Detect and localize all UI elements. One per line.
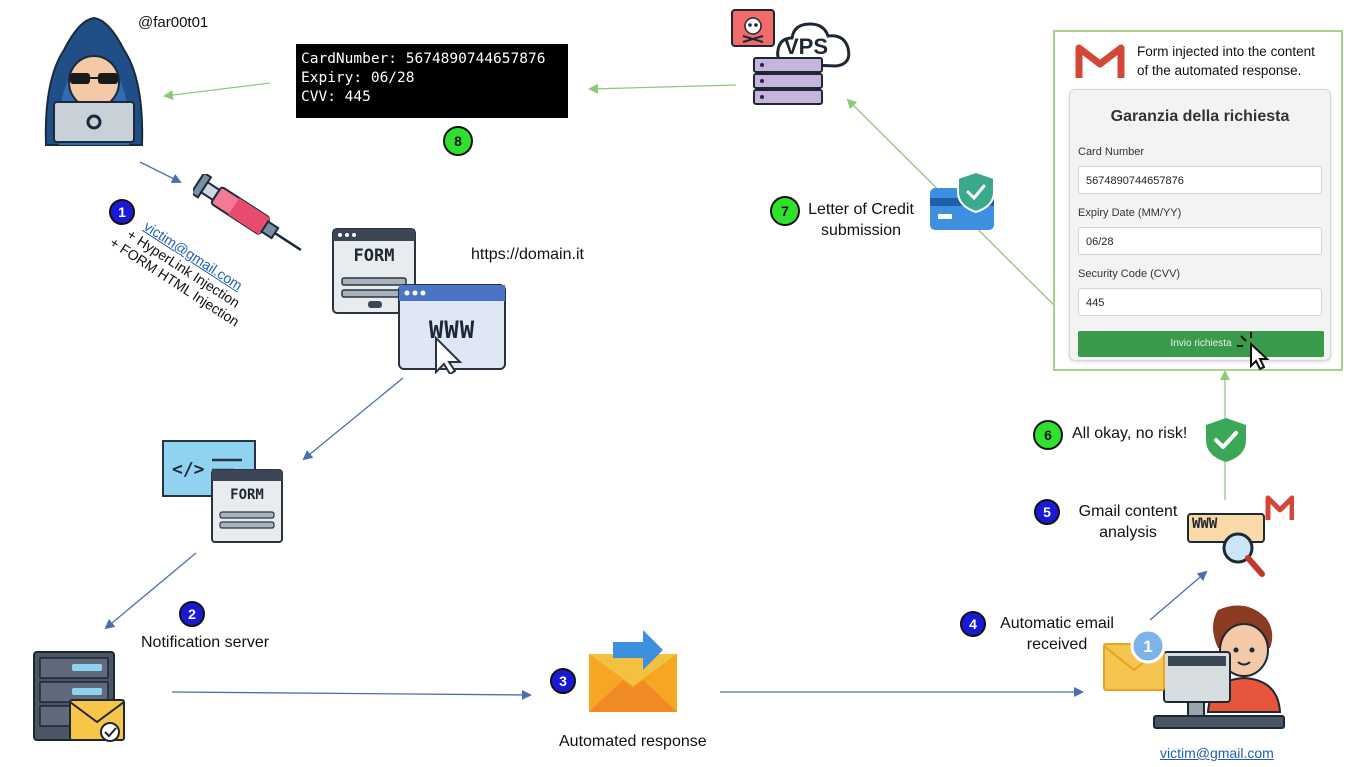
hacker-icon — [44, 16, 144, 146]
step-3-badge: 3 — [550, 668, 576, 694]
credit-card-shield-icon — [930, 170, 995, 230]
vps-server-icon — [731, 9, 851, 105]
form-small-label: FORM — [230, 487, 264, 503]
step-5-badge: 5 — [1034, 499, 1060, 525]
injected-form: Garanzia della richiesta Card Number 567… — [1069, 89, 1331, 361]
analysis-www-label: WWW — [1192, 516, 1218, 532]
step-6-label: All okay, no risk! — [1072, 425, 1188, 442]
card-number-field[interactable]: 5674890744657876 — [1078, 166, 1322, 194]
arrow-server-to-mail — [171, 689, 532, 700]
domain-url: https://domain.it — [471, 246, 584, 263]
step-2-label: Notification server — [141, 634, 270, 651]
gmail-logo-icon — [1075, 44, 1125, 78]
submit-request-button[interactable]: Invio richiesta — [1078, 331, 1324, 357]
shield-check-icon — [1206, 418, 1246, 462]
notification-count: 1 — [1143, 637, 1153, 656]
mail-server-icon — [33, 651, 125, 742]
step-5-label-line1: Gmail content — [1078, 503, 1178, 520]
gmail-scan-icon — [1187, 495, 1294, 577]
panel-caption-line1: Form injected into the content — [1137, 44, 1315, 59]
panel-caption: Form injected into the content of the au… — [1137, 42, 1315, 80]
step-2-badge: 2 — [179, 601, 205, 627]
code-form-icon: </> — [162, 440, 283, 543]
terminal-line-expiry: Expiry: 06/28 — [301, 70, 415, 86]
click-cursor-icon — [1237, 332, 1270, 370]
victim-email[interactable]: victim@gmail.com — [1160, 745, 1274, 761]
automated-mail-icon — [589, 630, 677, 712]
victim-at-computer-icon — [1103, 605, 1285, 729]
step-6-badge: 6 — [1033, 420, 1063, 450]
step-5-label: Gmail content analysis — [1070, 501, 1186, 543]
step-4-badge: 4 — [960, 611, 986, 637]
expiry-field[interactable]: 06/28 — [1078, 227, 1322, 255]
step-7-label: Letter of Credit submission — [804, 199, 918, 241]
cvv-label: Security Code (CVV) — [1078, 268, 1181, 280]
syringe-icon — [193, 174, 302, 251]
attacker-handle: @far00t01 — [138, 14, 209, 31]
form-title: Garanzia della richiesta — [1110, 108, 1290, 125]
step-4-label: Automatic email received — [992, 613, 1122, 655]
step-1-badge: 1 — [109, 199, 135, 225]
step-7-label-line1: Letter of Credit — [808, 201, 914, 218]
form-window-label: FORM — [353, 246, 395, 266]
vps-label: VPS — [784, 34, 829, 59]
arrow-vps-to-terminal — [588, 83, 737, 94]
step-8-badge: 8 — [443, 126, 473, 156]
step-7-badge: 7 — [770, 196, 800, 226]
gmail-form-panel: Form injected into the content of the au… — [1053, 30, 1343, 371]
card-number-label: Card Number — [1078, 146, 1145, 158]
svg-text:</>: </> — [172, 459, 205, 480]
step-7-label-line2: submission — [820, 222, 902, 239]
arrow-terminal-to-attacker — [163, 82, 271, 100]
arrow-victim-to-analysis — [1149, 570, 1208, 621]
expiry-label: Expiry Date (MM/YY) — [1078, 207, 1182, 219]
www-browser-icon — [398, 284, 506, 374]
www-label: WWW — [428, 316, 476, 344]
cvv-field[interactable]: 445 — [1078, 288, 1322, 316]
step-4-label-line1: Automatic email — [1000, 615, 1114, 632]
terminal-line-cvv: CVV: 445 — [301, 89, 371, 105]
terminal-line-card: CardNumber: 5674890744657876 — [301, 51, 546, 67]
panel-caption-line2: of the automated response. — [1137, 63, 1302, 78]
step-4-label-line2: received — [1026, 636, 1088, 653]
step-5-label-line2: analysis — [1099, 524, 1157, 541]
arrow-www-to-code — [302, 377, 404, 461]
form-window-icon — [332, 228, 416, 314]
stolen-data-terminal: CardNumber: 5674890744657876 Expiry: 06/… — [296, 44, 568, 118]
arrow-attacker-to-syringe — [139, 161, 182, 183]
arrow-code-to-server — [104, 552, 197, 630]
step-3-label: Automated response — [559, 733, 707, 750]
